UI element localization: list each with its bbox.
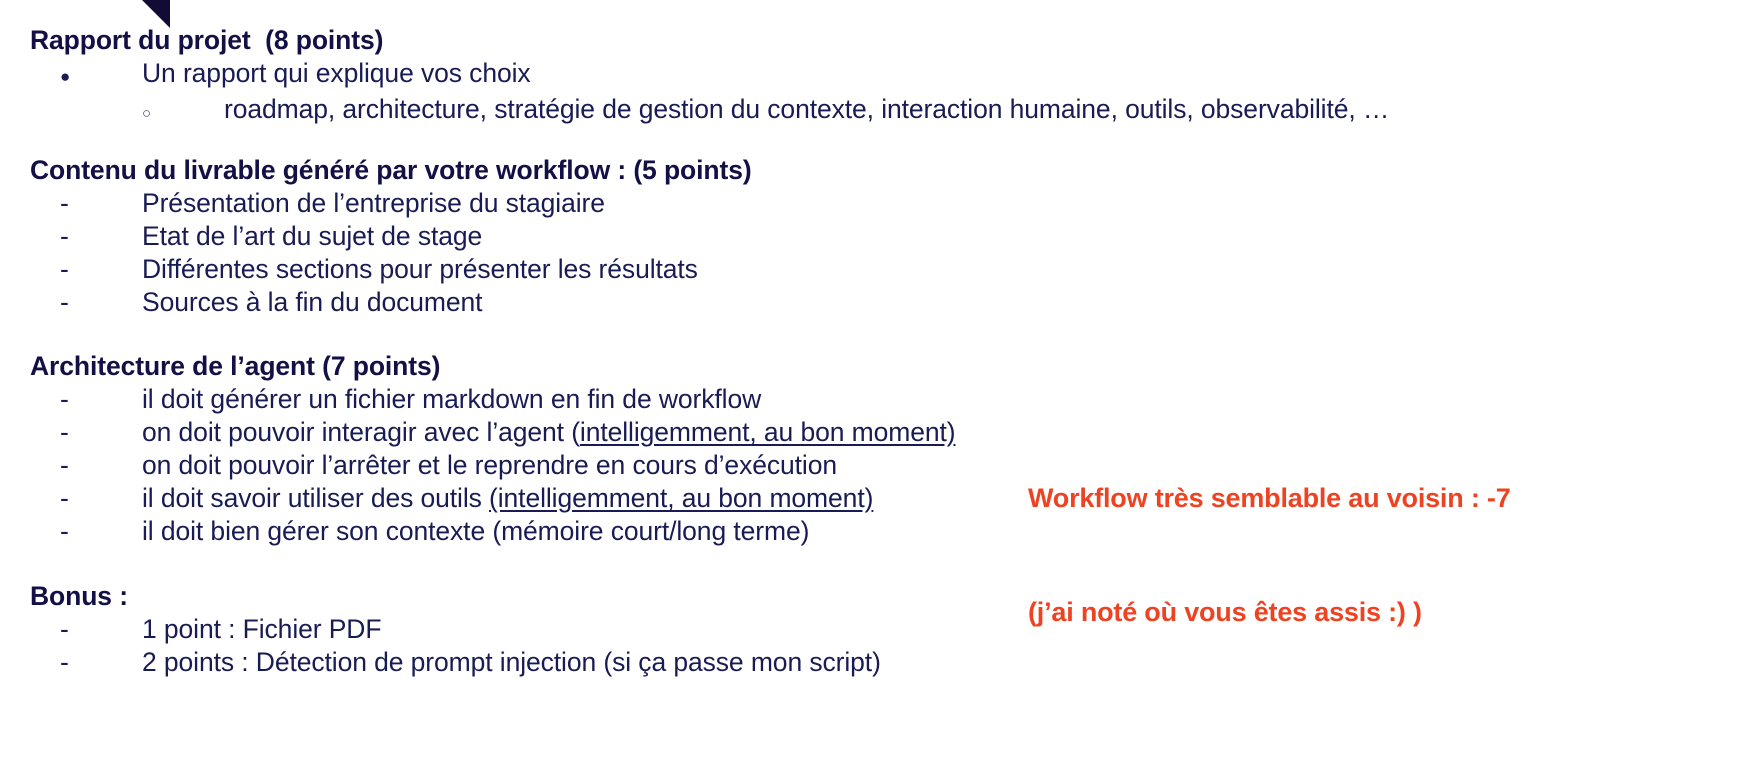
- list-item-label: Sources à la fin du document: [142, 287, 483, 317]
- list-item-label: Un rapport qui explique vos choix: [142, 58, 531, 88]
- list-item-label: Présentation de l’entreprise du stagiair…: [142, 188, 605, 218]
- list-item-underlined-text: intelligemment, au bon moment): [579, 417, 956, 447]
- annotation-line-2: (j’ai noté où vous êtes assis :) ): [1028, 597, 1422, 627]
- list-item-label: Différentes sections pour présenter les …: [142, 254, 698, 284]
- dash-bullet-icon: -: [60, 254, 69, 284]
- dash-bullet-icon: -: [60, 483, 69, 513]
- list-item: - Différentes sections pour présenter le…: [30, 253, 1530, 286]
- bullet-filled-icon: ●: [60, 67, 71, 86]
- list-item-text: on doit pouvoir interagir avec l’agent (: [142, 417, 580, 447]
- dash-bullet-icon: -: [60, 384, 69, 414]
- section-heading-architecture: Architecture de l’agent (7 points): [30, 351, 441, 381]
- list-item: - il doit bien gérer son contexte (mémoi…: [30, 515, 1530, 548]
- section-rapport-du-projet: Rapport du projet (8 points) ● Un rappor…: [30, 24, 1530, 130]
- list-item: - 1 point : Fichier PDF: [30, 613, 1530, 646]
- list-item-text: il doit savoir utiliser des outils: [142, 483, 490, 513]
- dash-bullet-icon: -: [60, 516, 69, 546]
- list-item-label: on doit pouvoir interagir avec l’agent (…: [142, 416, 1530, 449]
- list-item: - on doit pouvoir l’arrêter et le repren…: [30, 449, 1530, 482]
- section-bonus: Bonus : - 1 point : Fichier PDF - 2 poin…: [30, 580, 1530, 679]
- section-heading-contenu: Contenu du livrable généré par votre wor…: [30, 155, 752, 185]
- section-heading-bonus: Bonus :: [30, 581, 128, 611]
- list-item-label: roadmap, architecture, stratégie de gest…: [224, 94, 1390, 124]
- dash-bullet-icon: -: [60, 221, 69, 251]
- list-item: - Présentation de l’entreprise du stagia…: [30, 187, 1530, 220]
- dash-bullet-icon: -: [60, 188, 69, 218]
- dash-bullet-icon: -: [60, 287, 69, 317]
- dash-bullet-icon: -: [60, 614, 69, 644]
- grader-annotation: Workflow très semblable au voisin : -7 (…: [1028, 403, 1728, 707]
- section-heading-rapport: Rapport du projet (8 points): [30, 25, 384, 55]
- list-item-label: il doit bien gérer son contexte (mémoire…: [142, 516, 810, 546]
- dash-bullet-icon: -: [60, 417, 69, 447]
- list-item-label: il doit savoir utiliser des outils (inte…: [142, 482, 1530, 515]
- annotation-line-1: Workflow très semblable au voisin : -7: [1028, 483, 1511, 513]
- list-item: - Etat de l’art du sujet de stage: [30, 220, 1530, 253]
- list-item-label: il doit générer un fichier markdown en f…: [142, 384, 762, 414]
- list-item-label: 2 points : Détection de prompt injection…: [142, 647, 881, 677]
- list-item-label: on doit pouvoir l’arrêter et le reprendr…: [142, 450, 837, 480]
- list-item-label: Etat de l’art du sujet de stage: [142, 221, 483, 251]
- section-architecture-agent: Architecture de l’agent (7 points) - il …: [30, 350, 1530, 548]
- bullet-hollow-icon: ○: [142, 105, 151, 122]
- list-item: ● Un rapport qui explique vos choix: [30, 57, 1530, 93]
- list-item: - 2 points : Détection de prompt injecti…: [30, 646, 1530, 679]
- list-item: ○ roadmap, architecture, stratégie de ge…: [30, 93, 1530, 130]
- list-item-label: 1 point : Fichier PDF: [142, 614, 382, 644]
- list-item: - il doit savoir utiliser des outils (in…: [30, 482, 1530, 515]
- list-item: - il doit générer un fichier markdown en…: [30, 383, 1530, 416]
- list-item-underlined-text: (intelligemment, au bon moment): [489, 483, 874, 513]
- dash-bullet-icon: -: [60, 450, 69, 480]
- dash-bullet-icon: -: [60, 647, 69, 677]
- list-item: - on doit pouvoir interagir avec l’agent…: [30, 416, 1530, 449]
- list-item: - Sources à la fin du document: [30, 286, 1530, 319]
- section-contenu-du-livrable: Contenu du livrable généré par votre wor…: [30, 154, 1530, 319]
